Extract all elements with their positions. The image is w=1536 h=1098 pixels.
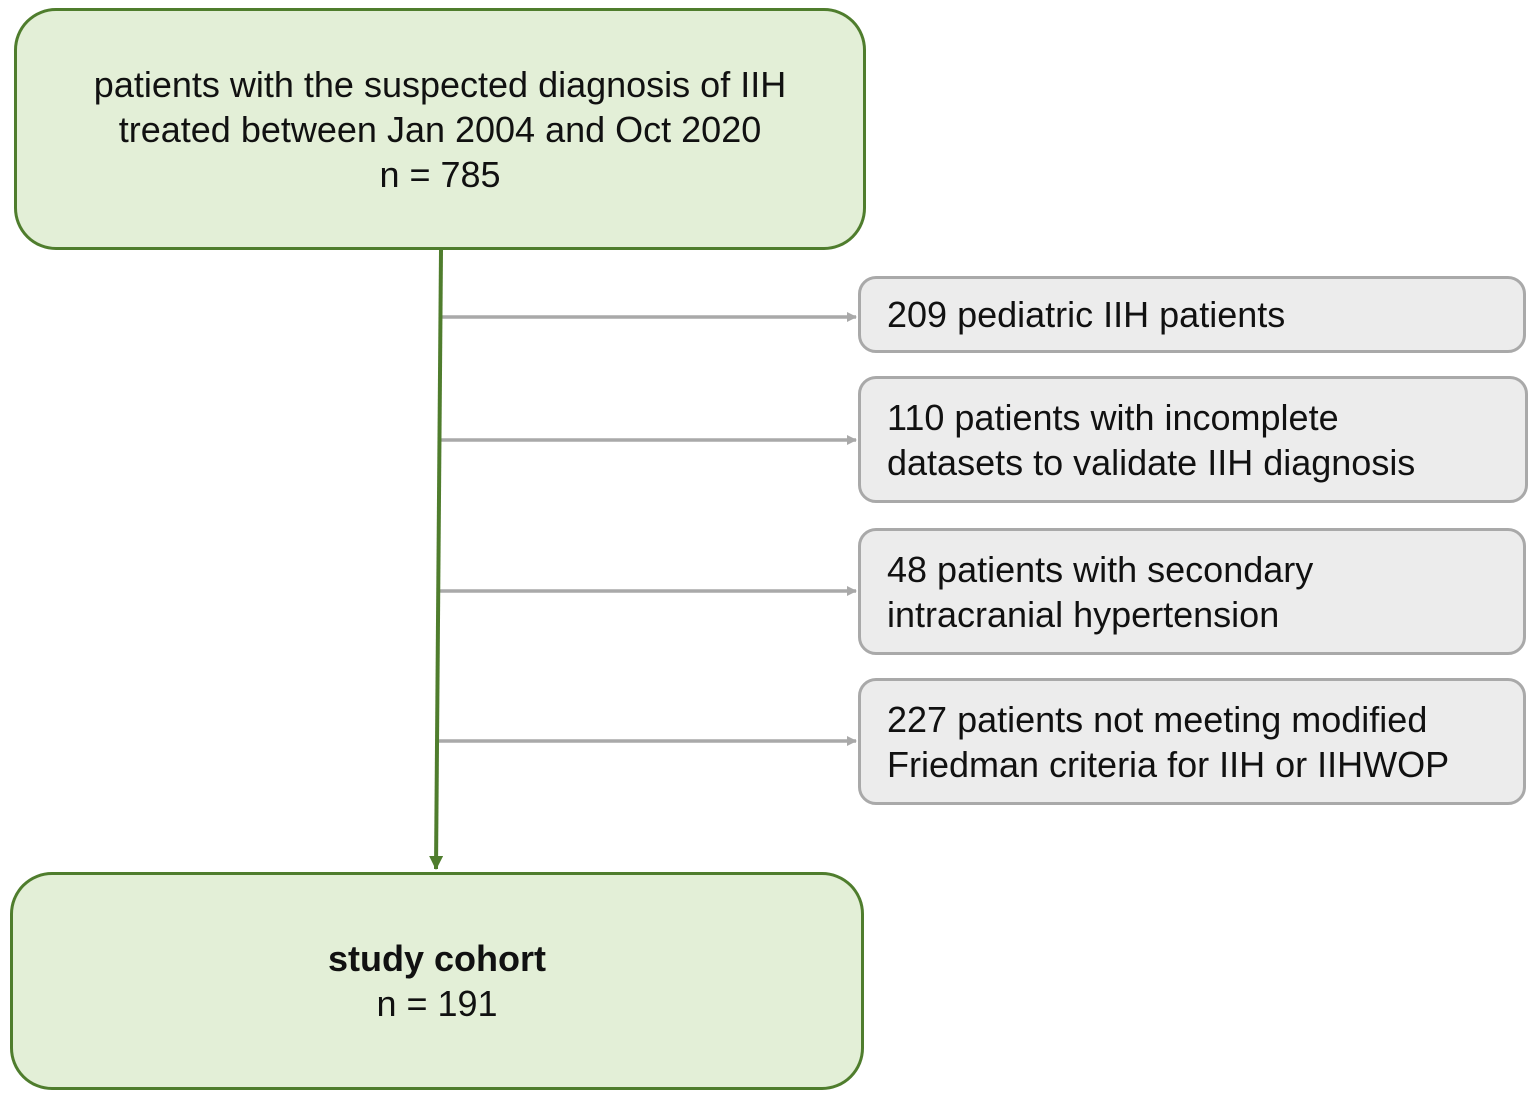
exclusion-box-incomplete-datasets: 110 patients with incomplete datasets to… [858,376,1528,503]
study-cohort-box: study cohort n = 191 [10,872,864,1090]
exclusion-text: 209 pediatric IIH patients [887,294,1286,335]
exclusion-text: 48 patients with secondary [887,548,1314,590]
initial-population-line-2: treated between Jan 2004 and Oct 2020 [118,108,762,150]
exclusion-text: intracranial hypertension [887,593,1280,635]
exclusion-text: 110 patients with incomplete [887,396,1339,438]
exclusion-box-pediatric: 209 pediatric IIH patients [858,276,1526,353]
exclusion-text: 227 patients not meeting modified [887,698,1428,740]
exclusion-box-friedman-criteria: 227 patients not meeting modified Friedm… [858,678,1526,805]
exclusion-text: datasets to validate IIH diagnosis [887,441,1416,483]
initial-population-box: patients with the suspected diagnosis of… [14,8,866,250]
exclusion-text: Friedman criteria for IIH or IIHWOP [887,743,1450,785]
study-cohort-count: n = 191 [376,983,498,1024]
initial-population-line-1: patients with the suspected diagnosis of… [93,63,787,105]
exclusion-box-secondary-hypertension: 48 patients with secondary intracranial … [858,528,1526,655]
main-flow-arrow [429,249,444,870]
initial-population-count: n = 785 [379,153,501,195]
study-cohort-title: study cohort [327,938,546,979]
